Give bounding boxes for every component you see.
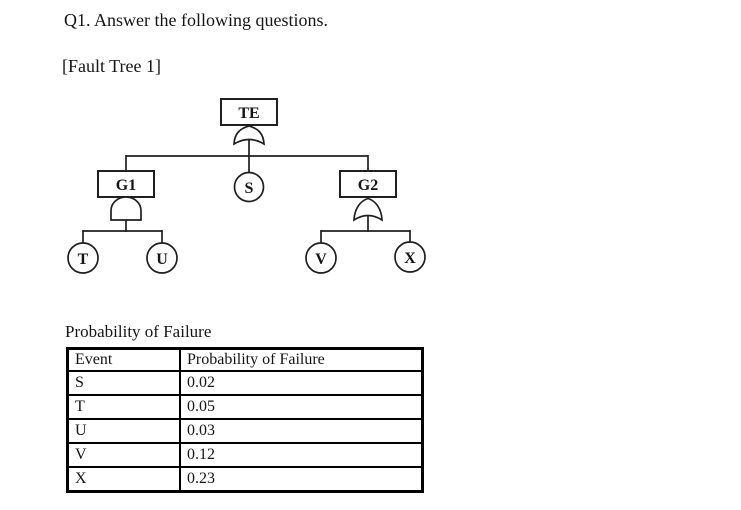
cell-event: S	[66, 370, 181, 396]
table-row: T 0.05	[66, 394, 424, 420]
te-label: TE	[238, 105, 259, 122]
g1-gate-box	[97, 170, 155, 198]
cell-event: T	[66, 394, 181, 420]
g1-and-gate-icon	[110, 196, 142, 221]
header-event: Event	[66, 347, 181, 372]
u-basic-event-circle	[146, 242, 178, 274]
table-row: S 0.02	[66, 370, 424, 396]
u-label: U	[156, 251, 168, 268]
fault-tree-diagram: TE G1 S G2 T U V X	[67, 98, 426, 274]
x-label: X	[404, 250, 416, 267]
header-probability: Probability of Failure	[179, 347, 424, 372]
table-header-row: Event Probability of Failure	[66, 347, 424, 372]
table-row: V 0.12	[66, 442, 424, 468]
cell-probability: 0.03	[179, 418, 424, 444]
question-title: Q1. Answer the following questions.	[64, 10, 328, 30]
v-label: V	[315, 251, 327, 268]
te-event-box	[220, 98, 278, 126]
cell-probability: 0.05	[179, 394, 424, 420]
t-basic-event-circle	[67, 242, 99, 274]
g2-label: G2	[358, 177, 378, 194]
t-label: T	[78, 251, 89, 268]
cell-probability: 0.23	[179, 466, 424, 493]
s-label: S	[245, 180, 254, 197]
tree-connectors	[82, 139, 411, 244]
probability-table-caption: Probability of Failure	[65, 322, 212, 341]
s-basic-event-circle	[233, 171, 265, 203]
fault-tree-section-label: [Fault Tree 1]	[62, 56, 161, 76]
cell-probability: 0.02	[179, 370, 424, 396]
table-row: U 0.03	[66, 418, 424, 444]
g1-label: G1	[116, 177, 136, 194]
g2-or-gate-icon	[353, 197, 383, 222]
cell-event: X	[66, 466, 181, 493]
g2-gate-box	[339, 170, 397, 198]
cell-event: U	[66, 418, 181, 444]
probability-table: Event Probability of Failure S 0.02 T 0.…	[66, 347, 424, 493]
cell-probability: 0.12	[179, 442, 424, 468]
v-basic-event-circle	[305, 242, 337, 274]
cell-event: V	[66, 442, 181, 468]
table-row: X 0.23	[66, 466, 424, 493]
x-basic-event-circle	[394, 241, 426, 273]
te-or-gate-icon	[233, 125, 265, 146]
